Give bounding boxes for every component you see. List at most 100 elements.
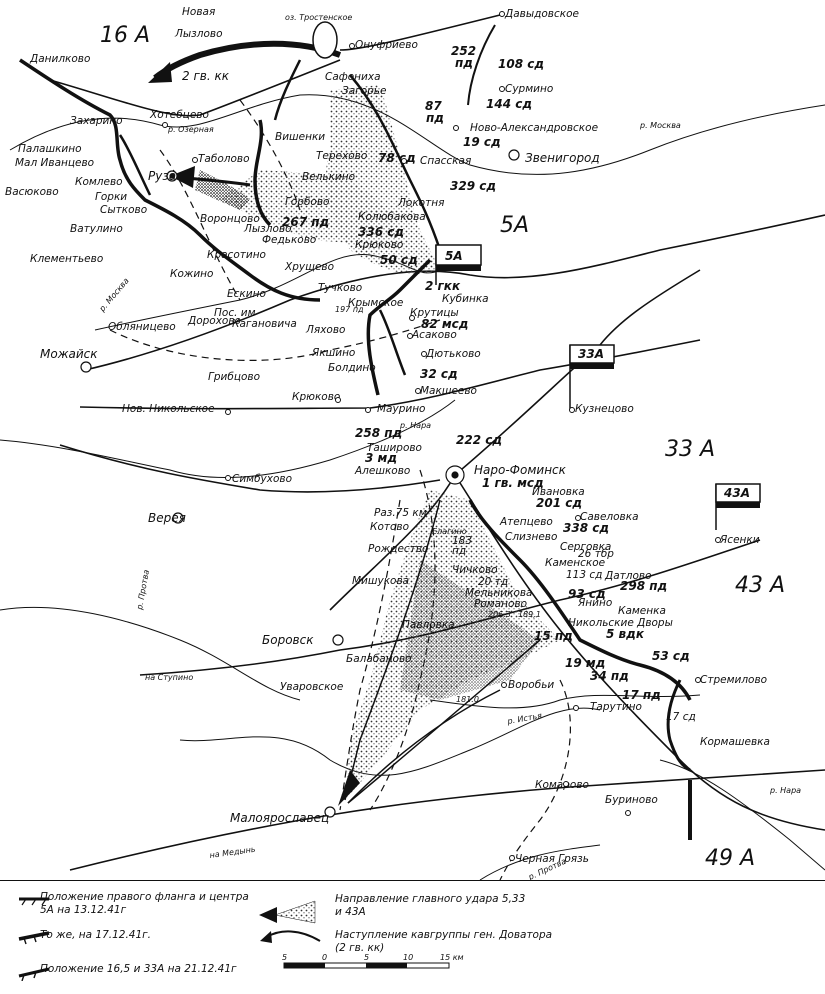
unit-338: 338 сд xyxy=(563,521,609,535)
place-label: Новая xyxy=(182,6,215,18)
army-16a: 16 А xyxy=(100,23,150,48)
army-5a: 5А xyxy=(500,213,529,238)
unit-2gkk-b: 2 гкк xyxy=(425,279,461,293)
unit-197: 197 пд xyxy=(335,305,364,314)
place-label: Маурино xyxy=(377,403,426,415)
place-label: Чичково xyxy=(452,564,498,576)
lake-trostenskoe xyxy=(312,21,338,59)
place-label: Спасская xyxy=(420,155,471,167)
unit-183b: пд xyxy=(452,545,466,557)
unit-252: 252 xyxy=(451,44,476,58)
place-label: Васюково xyxy=(5,186,59,198)
place-label: Наро-Фоминск xyxy=(474,463,567,477)
place-label: Ивановка xyxy=(532,486,585,498)
place-label: Ляхово xyxy=(305,324,345,336)
place-label: 189,1 xyxy=(518,610,541,619)
scale-label-4: 15 км xyxy=(440,953,464,962)
place-label: Болдино xyxy=(328,362,376,374)
unit-78: 78 сд xyxy=(378,151,416,165)
place-label: Датлово xyxy=(604,570,652,582)
scale-label-1: 0 xyxy=(322,953,328,962)
place-label: Руза xyxy=(148,169,176,183)
place-label: на Ступино xyxy=(145,673,193,682)
legend-item-5: Наступление кавгруппы ген. Доватора (2 г… xyxy=(335,929,553,954)
place-label: Кормашевка xyxy=(700,736,770,748)
place-label: Крюково xyxy=(355,239,403,251)
place-label: Стремилово xyxy=(700,674,767,686)
place-label: Дорохово xyxy=(187,315,241,327)
place-label: Алешково xyxy=(354,465,410,477)
place-label: Слизнево xyxy=(505,531,557,543)
place-label: 206.3 xyxy=(488,610,511,619)
place-label: оз. Тростенское xyxy=(285,13,352,22)
place-label: Ясенки xyxy=(719,534,760,546)
place-label: Кубинка xyxy=(442,293,489,305)
place-label: Мельникова xyxy=(465,587,533,599)
place-label: Горбово xyxy=(285,196,329,208)
place-label: Велькино xyxy=(302,171,355,183)
place-label: Нов. Никольское xyxy=(122,403,215,415)
place-label: Атепцево xyxy=(499,516,553,528)
place-label: Комарово xyxy=(535,779,589,791)
place-label: Можайск xyxy=(40,347,98,361)
place-label: Балабаново xyxy=(346,653,412,665)
legend: Положение правого фланга и центра 5А на … xyxy=(0,880,825,994)
place-label: Горки xyxy=(95,191,127,203)
place-label: Пос. им xyxy=(214,307,256,319)
place-label: Сытково xyxy=(100,204,147,216)
place-label: Комлево xyxy=(75,176,123,188)
unit-298: 298 пд xyxy=(620,579,667,593)
place-label: Давыдовское xyxy=(504,8,579,20)
army-43a: 43 А xyxy=(735,573,785,598)
unit-17sd: 17 сд xyxy=(666,711,696,723)
unit-329: 329 сд xyxy=(450,179,496,193)
unit-267: 267 пд xyxy=(282,215,329,229)
unit-82: 82 мсд xyxy=(421,317,469,331)
place-label: р. Москва xyxy=(97,276,131,314)
village-dots xyxy=(162,11,721,861)
offensive-zones xyxy=(195,85,560,800)
flag-5a-label: 5А xyxy=(445,249,463,263)
legend-item-4: Направление главного удара 5,33 и 43А xyxy=(335,893,526,918)
place-label: Вишенки xyxy=(275,131,325,143)
front-lines xyxy=(19,24,692,840)
place-label: Каменка xyxy=(618,605,666,617)
unit-93: 93 сд xyxy=(568,587,606,601)
unit-20: 20 тд xyxy=(478,576,508,588)
place-label: Черная Грязь xyxy=(515,853,589,865)
legend-item-1: Положение правого фланга и центра 5А на … xyxy=(40,891,249,916)
army-49a: 49 А xyxy=(705,846,755,871)
place-label: Асаково xyxy=(411,329,457,341)
place-label: 181.0 xyxy=(456,695,479,704)
place-label: Таболово xyxy=(198,153,250,165)
place-label: Захарино xyxy=(70,115,123,127)
unit-1msd: 1 гв. мсд xyxy=(482,476,544,490)
scale-label-3: 10 xyxy=(403,953,414,962)
place-label: р. Истья xyxy=(506,711,543,726)
place-label: Крюково xyxy=(292,391,340,403)
legend-symbols xyxy=(18,897,50,981)
unit-26tbr: 26 тбр xyxy=(578,548,614,560)
place-label: Малоярославец xyxy=(230,811,329,825)
flag-43a-label: 43А xyxy=(723,486,750,500)
main-attack-arrow xyxy=(344,499,541,804)
legend-item-3: Положение 16,5 и 33А на 21.12.41г xyxy=(40,963,237,975)
place-label: Колюбакова xyxy=(358,211,426,223)
place-label: Палашкино xyxy=(18,143,82,155)
place-label: Ескино xyxy=(227,288,266,300)
unit-222: 222 сд xyxy=(456,433,502,447)
place-label: Крымское xyxy=(348,297,403,309)
place-labels: Новая Лызлово оз. Тростенское Онуфриево … xyxy=(5,6,801,880)
place-label: Дютьково xyxy=(425,348,481,360)
place-label: Звенигород xyxy=(525,151,600,165)
place-label: р. Нара xyxy=(769,786,801,795)
place-label: Локотня xyxy=(397,197,444,209)
place-label: Кагановича xyxy=(232,318,297,330)
place-label: Тучково xyxy=(318,282,362,294)
place-label: р. Нара xyxy=(399,421,431,430)
place-label: р. Озерная xyxy=(167,125,214,134)
legend-arrows xyxy=(259,900,321,943)
place-label: Елагино xyxy=(432,527,467,536)
place-label: р. Москва xyxy=(639,121,681,130)
